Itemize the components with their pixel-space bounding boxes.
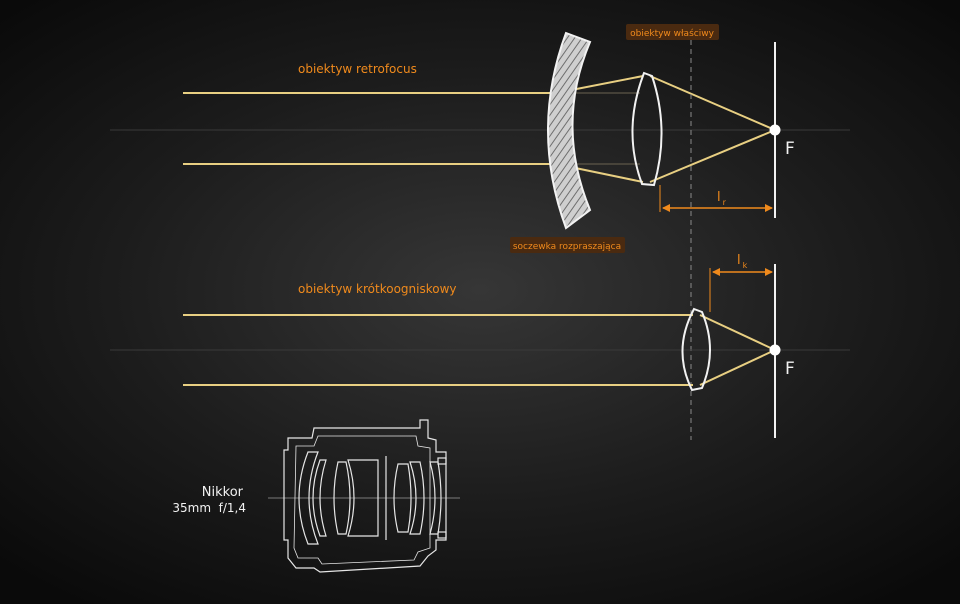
lr-sub: r (723, 198, 727, 207)
lr-main: l (717, 190, 721, 205)
focal-label-bottom: F (785, 359, 795, 379)
nikkor-mount-tab (437, 457, 447, 465)
diverging-lens-badge (510, 237, 625, 253)
focal-point-top (769, 124, 781, 136)
lk-main: l (737, 253, 741, 268)
lens-spec: 35mm f/1,4 (172, 501, 246, 515)
nikkor-front-element-1 (298, 451, 319, 545)
retrofocus-label: obiektyw retrofocus (298, 62, 417, 76)
focal-label-top: F (785, 139, 795, 159)
converging-lens-top (631, 71, 663, 187)
nikkor-doublet (347, 459, 379, 537)
diverging-lens-label: soczewka rozpraszająca (513, 242, 621, 252)
proper-lens-label: obiektyw właściwy (630, 28, 714, 39)
nikkor-barrel-inner (293, 435, 431, 565)
nikkor-rear-element-1 (393, 463, 412, 533)
nikkor-central-element (333, 461, 351, 535)
proper-lens-badge (626, 24, 719, 40)
lk-sub: k (743, 261, 748, 270)
nikkor-lens-drawing (268, 419, 460, 573)
ray-bottom-upper-converge (699, 314, 776, 351)
nikkor-mount-tab-2 (437, 531, 447, 539)
converging-lens-bottom (681, 307, 711, 392)
ray-top-upper-converge (649, 75, 776, 131)
lens-name: Nikkor (202, 485, 244, 500)
ray-bottom-lower-converge (699, 349, 776, 386)
nikkor-front-element-2 (312, 459, 327, 537)
focal-point-bottom (769, 344, 781, 356)
ray-top-lower-converge (649, 129, 776, 183)
diverging-lens (547, 31, 592, 230)
nikkor-rear-element-2 (409, 461, 425, 535)
nikkor-barrel-outline (283, 419, 447, 573)
short-focus-label: obiektyw krótkoogniskowy (298, 282, 457, 296)
